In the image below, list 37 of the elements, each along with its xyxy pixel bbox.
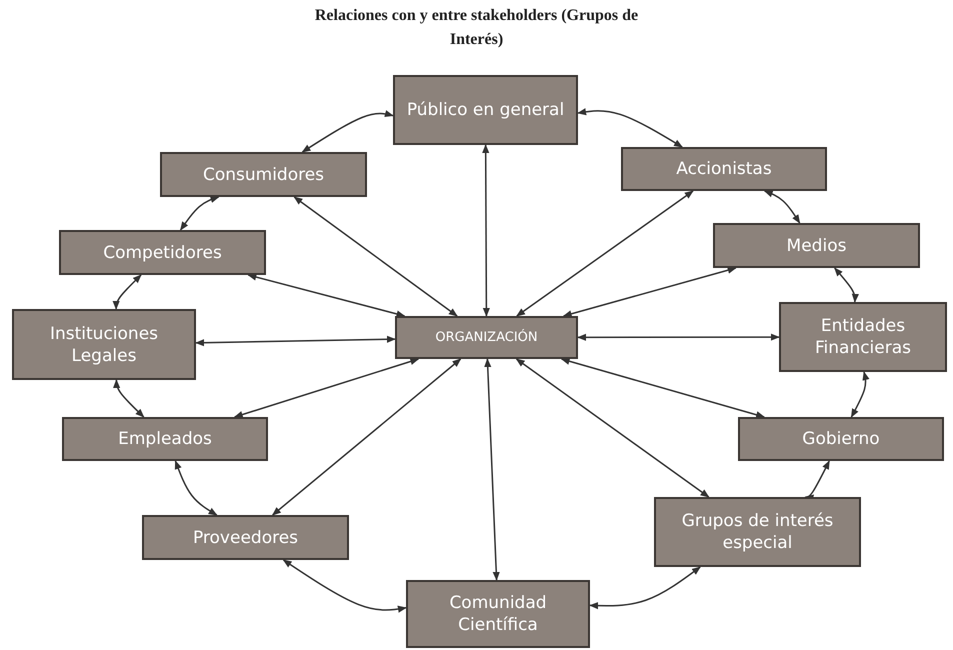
stakeholder-box: Comunidad Científica (406, 580, 590, 648)
diagram-title: Relaciones con y entre stakeholders (Grupos de Interés) (314, 6, 640, 50)
double-arrow (834, 267, 859, 303)
double-arrow (195, 336, 396, 346)
double-arrow (294, 196, 458, 317)
stakeholder-box: ORGANIZACIÓN (395, 316, 578, 359)
double-arrow (516, 358, 710, 498)
stakeholder-box: Gobierno (738, 417, 944, 461)
double-arrow (482, 144, 490, 317)
double-arrow (577, 334, 780, 341)
double-arrow (112, 274, 142, 310)
stakeholder-box: Consumidores (160, 152, 367, 197)
stakeholder-box: Grupos de interés especial (654, 497, 861, 567)
stakeholder-box: Competidores (59, 230, 266, 275)
double-arrow (850, 371, 870, 418)
stakeholder-box: Empleados (62, 417, 268, 461)
double-arrow (180, 196, 220, 231)
stakeholder-box: Proveedores (142, 515, 349, 560)
double-arrow (562, 266, 737, 318)
double-arrow (764, 190, 800, 224)
stakeholder-box: Público en general (393, 75, 578, 145)
double-arrow (282, 559, 407, 613)
double-arrow (113, 379, 144, 418)
double-arrow (516, 190, 694, 317)
double-arrow (247, 274, 406, 318)
double-arrow (174, 460, 218, 516)
double-arrow (577, 108, 683, 148)
double-arrow (302, 110, 394, 153)
stakeholder-box: Accionistas (621, 147, 827, 191)
double-arrow (589, 566, 701, 610)
stakeholder-box: Entidades Financieras (779, 302, 947, 372)
stakeholder-box: Medios (713, 223, 920, 268)
double-arrow (484, 358, 500, 581)
stakeholder-box: Instituciones Legales (12, 309, 196, 380)
double-arrow (272, 358, 462, 516)
double-arrow (234, 358, 420, 418)
double-arrow (560, 358, 766, 418)
